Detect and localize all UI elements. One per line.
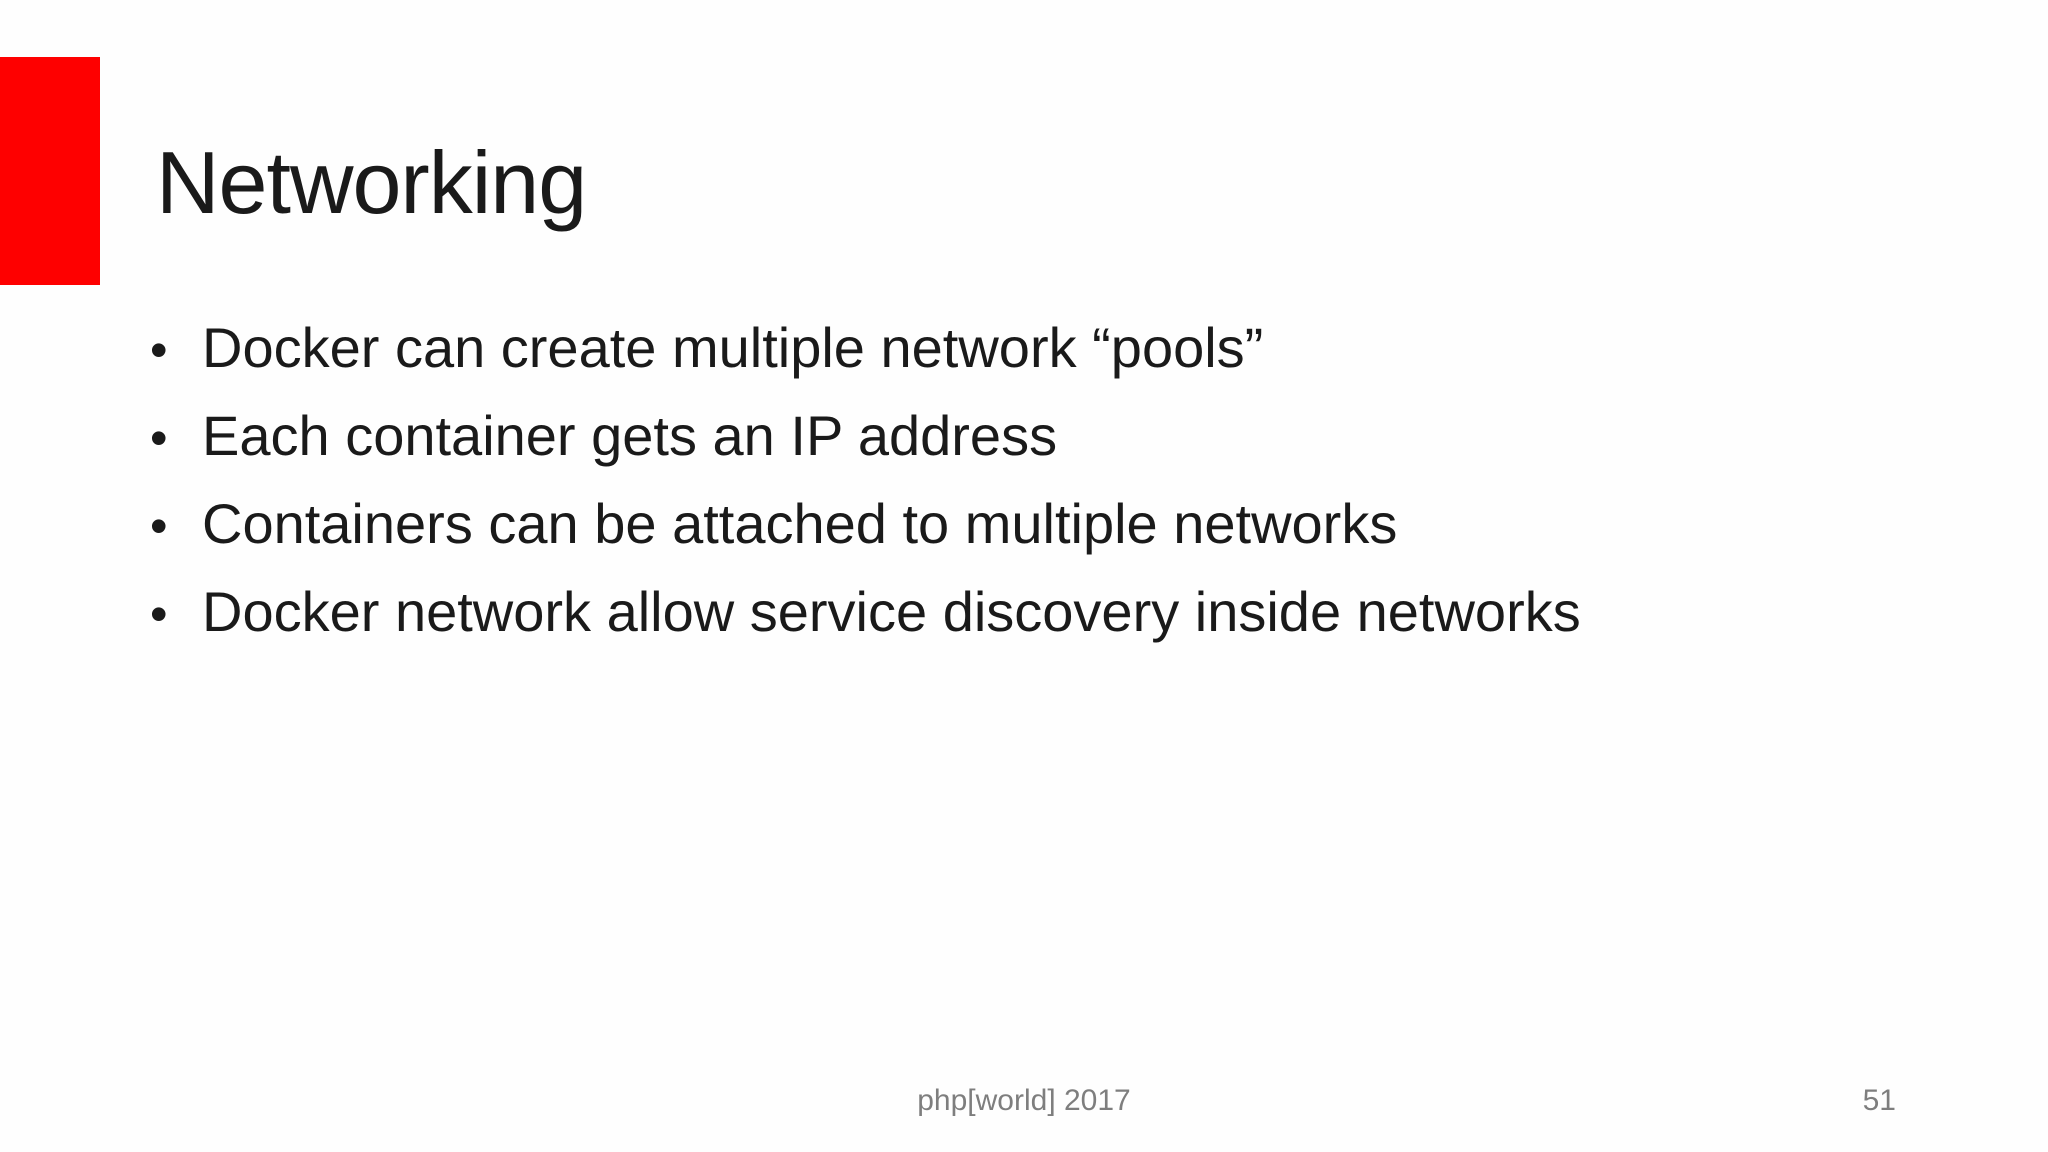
page-number: 51 [1862, 1084, 1896, 1117]
footer-conference: php[world] 2017 [917, 1084, 1131, 1117]
bullet-text: Docker network allow service discovery i… [202, 580, 1581, 643]
bullet-text: Containers can be attached to multiple n… [202, 492, 1398, 555]
bullet-text: Docker can create multiple network “pool… [202, 316, 1264, 379]
accent-bar [0, 57, 100, 285]
bullet-icon: • [150, 586, 168, 642]
bullet-icon: • [150, 498, 168, 554]
slide-title: Networking [156, 133, 587, 232]
bullet-icon: • [150, 410, 168, 466]
bullet-item: • Docker can create multiple network “poo… [150, 305, 1581, 393]
footer: php[world] 2017 51 [0, 1084, 2048, 1118]
bullet-icon: • [150, 322, 168, 378]
bullet-item: • Each container gets an IP address [150, 393, 1581, 481]
bullet-text: Each container gets an IP address [202, 404, 1058, 467]
bullet-item: • Docker network allow service discovery … [150, 569, 1581, 657]
bullet-item: • Containers can be attached to multiple … [150, 481, 1581, 569]
bullet-list: • Docker can create multiple network “poo… [150, 305, 1581, 657]
